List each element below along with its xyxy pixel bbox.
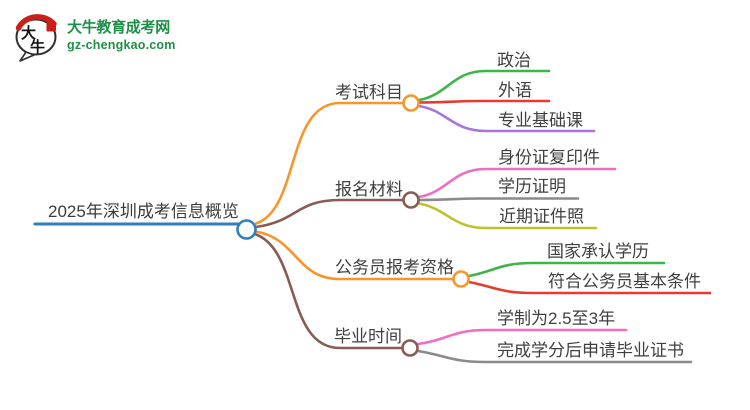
site-logo[interactable]: 大 牛 大牛教育成考网 gz-chengkao.com — [14, 10, 176, 62]
central-node-circle[interactable] — [236, 219, 257, 240]
leaf-line-recent-id-photo — [417, 202, 598, 230]
leaf-line-apply-diploma — [416, 349, 693, 364]
logo-char-da: 大 — [21, 24, 36, 42]
leaf-line-id-card-copy — [417, 167, 617, 199]
leaf-label-politics[interactable]: 政治 — [497, 51, 531, 70]
leaf-line-meet-basic-conditions — [467, 280, 712, 295]
leaf-label-foreign-language[interactable]: 外语 — [498, 81, 532, 100]
branch-line-exam-subjects — [254, 101, 405, 225]
leaf-line-politics — [417, 69, 551, 102]
leaf-line-state-recognized-education — [467, 261, 666, 278]
daniu-bull-icon: 大 牛 — [15, 14, 57, 62]
leaf-line-professional-basic-courses — [417, 104, 596, 133]
leaf-line-study-duration — [416, 328, 628, 346]
branch-line-application-materials — [254, 198, 405, 229]
leaf-label-apply-diploma[interactable]: 完成学分后申请毕业证书 — [497, 341, 684, 360]
leaf-label-state-recognized-education[interactable]: 国家承认学历 — [547, 242, 649, 261]
leaf-label-education-certificate[interactable]: 学历证明 — [498, 177, 566, 196]
node-circle-application-materials[interactable] — [402, 191, 420, 209]
leaf-line-education-certificate — [417, 197, 580, 202]
branch-label-exam-subjects[interactable]: 考试科目 — [335, 83, 403, 102]
leaf-label-recent-id-photo[interactable]: 近期证件照 — [499, 207, 584, 226]
leaf-label-id-card-copy[interactable]: 身份证复印件 — [498, 148, 600, 167]
node-circle-graduation-time[interactable] — [401, 339, 419, 357]
branch-label-civil-servant-eligibility[interactable]: 公务员报考资格 — [335, 258, 454, 277]
site-name[interactable]: 大牛教育成考网 — [67, 19, 170, 36]
leaf-line-foreign-language — [417, 99, 551, 104]
leaf-label-study-duration[interactable]: 学制为2.5至3年 — [497, 309, 616, 328]
branch-label-graduation-time[interactable]: 毕业时间 — [334, 327, 402, 346]
node-circle-exam-subjects[interactable] — [402, 94, 420, 112]
leaf-label-professional-basic-courses[interactable]: 专业基础课 — [498, 111, 583, 130]
branch-label-application-materials[interactable]: 报名材料 — [335, 180, 403, 199]
central-topic-label[interactable]: 2025年深圳成考信息概览 — [48, 202, 239, 221]
branch-line-civil-servant-eligibility — [254, 230, 455, 281]
node-circle-civil-servant-eligibility[interactable] — [452, 270, 470, 288]
logo-char-niu: 牛 — [30, 38, 45, 56]
leaf-label-meet-basic-conditions[interactable]: 符合公务员基本条件 — [548, 272, 701, 291]
branch-line-graduation-time — [254, 233, 404, 350]
site-url[interactable]: gz-chengkao.com — [67, 38, 176, 52]
